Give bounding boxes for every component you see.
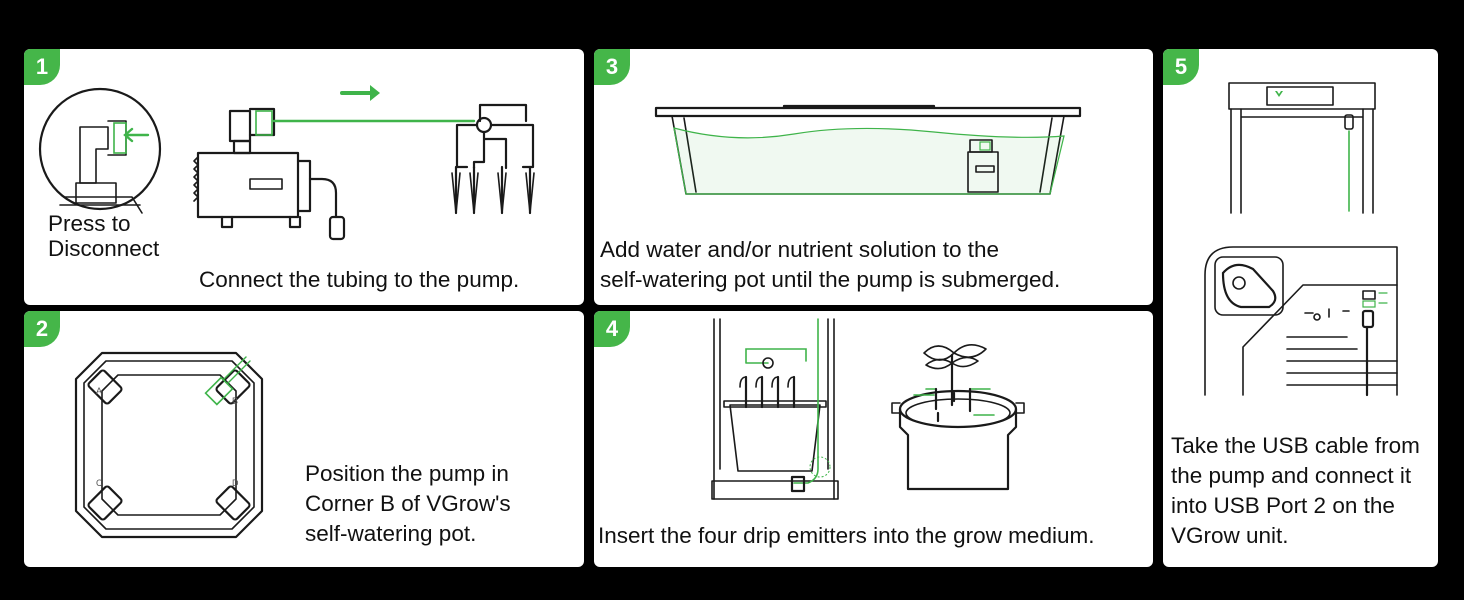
step-5-caption-line3: into USB Port 2 on the <box>1171 493 1395 518</box>
step-4-caption: Insert the four drip emitters into the g… <box>598 523 1095 548</box>
step-2-caption-line3: self-watering pot. <box>305 521 477 546</box>
step-2-caption-line1: Position the pump in <box>305 461 509 486</box>
step-number-badge: 2 <box>24 311 60 347</box>
step-4-panel: 4 Insert the four drip emitters into the… <box>594 311 1153 567</box>
step-1-panel: 1 Press to Disconnect Co <box>24 49 584 305</box>
pot-filled-with-water-illustration <box>654 104 1082 195</box>
step-5-caption-line4: VGrow unit. <box>1171 523 1289 548</box>
pot-top-view-illustration <box>74 351 264 539</box>
step-5-caption-line1: Take the USB cable from <box>1171 433 1420 458</box>
step-3-caption-line2: self-watering pot until the pump is subm… <box>600 267 1061 292</box>
vgrow-unit-with-drippers-illustration <box>711 318 839 500</box>
plant-pot-with-emitters-illustration <box>891 344 1025 491</box>
step-1-caption: Connect the tubing to the pump. <box>199 267 520 292</box>
step-number-badge: 3 <box>594 49 630 85</box>
pump-with-tubing-illustration <box>193 85 535 241</box>
usb-port-connection-illustration <box>1204 246 1398 397</box>
step-5-caption-line2: the pump and connect it <box>1171 463 1412 488</box>
step-5-panel: 5 Take the USB cable from the pump and c… <box>1163 49 1438 567</box>
press-to-disconnect-illustration <box>38 87 162 214</box>
step-number-badge: 4 <box>594 311 630 347</box>
corner-label-b: B <box>232 396 239 406</box>
step-3-caption-line1: Add water and/or nutrient solution to th… <box>600 237 1000 262</box>
press-to-disconnect-label-line2: Disconnect <box>48 236 160 261</box>
corner-label-c: C <box>96 478 103 488</box>
corner-label-a: A <box>96 386 103 396</box>
corner-label-d: D <box>232 478 239 488</box>
step-2-panel: 2 A B C D Position the pump in Corner B … <box>24 311 584 567</box>
step-3-panel: 3 Add water and/or nutrient solution to … <box>594 49 1153 305</box>
press-to-disconnect-label-line1: Press to <box>48 211 131 236</box>
step-number-badge: 1 <box>24 49 60 85</box>
vgrow-unit-front-illustration <box>1228 82 1376 214</box>
step-number-badge: 5 <box>1163 49 1199 85</box>
step-2-caption-line2: Corner B of VGrow's <box>305 491 511 516</box>
